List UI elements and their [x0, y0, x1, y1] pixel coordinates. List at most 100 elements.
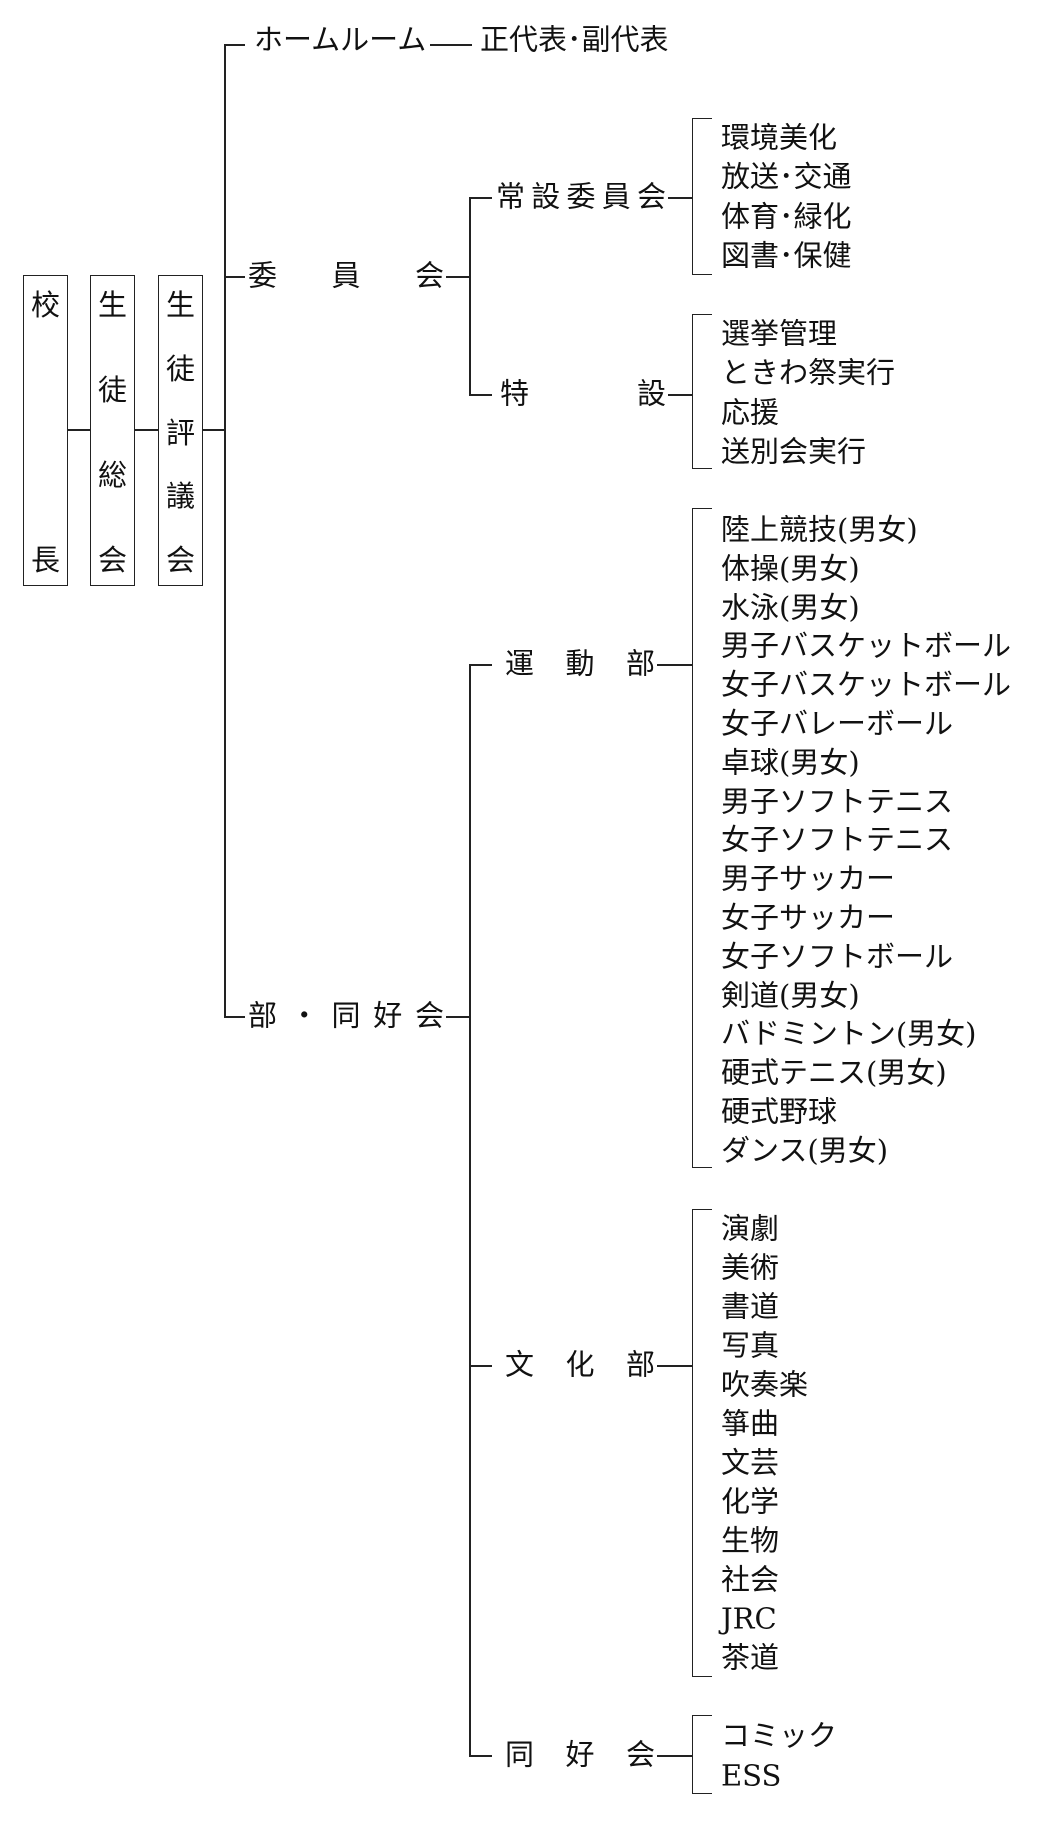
sports-clubs-item: 剣道(男女) [721, 978, 860, 1013]
homeroom-representatives: 正代表･副代表 [480, 22, 669, 57]
label-char: 化 [565, 1347, 595, 1382]
sports-clubs-item: 男子ソフトテニス [721, 784, 954, 819]
sports-clubs-item: 卓球(男女) [721, 745, 860, 780]
label-char: ・ [289, 998, 319, 1033]
homeroom-label: ホームルーム [254, 22, 427, 57]
box-char: 評 [165, 415, 195, 450]
sports-clubs-label: 運動部 [505, 646, 655, 681]
sports-clubs-item: 硬式テニス(男女) [721, 1055, 947, 1090]
sports-clubs-item: 陸上競技(男女) [721, 512, 918, 547]
connector-line [430, 44, 472, 46]
box-char: 生 [165, 288, 195, 322]
box-char: 会 [97, 543, 127, 577]
hobby-clubs-bracket [692, 1715, 712, 1794]
sports-clubs-item: 女子サッカー [721, 900, 896, 935]
connector-line [67, 429, 90, 431]
box-char: 議 [165, 479, 195, 514]
connector-line [657, 1755, 692, 1757]
connector-line [224, 44, 226, 1016]
committee-label: 委員会 [248, 258, 444, 293]
connector-line [134, 429, 158, 431]
culture-clubs-bracket [692, 1209, 712, 1677]
hobby-clubs-item: コミック [721, 1718, 838, 1753]
box-char: 総 [97, 458, 127, 492]
connector-line [224, 1016, 245, 1018]
label-char: 常 [496, 179, 526, 214]
sports-clubs-item: 女子バスケットボール [721, 667, 1012, 702]
sports-clubs-item: バドミントン(男女) [721, 1016, 977, 1051]
connector-line [469, 1755, 492, 1757]
special-committee-item: 送別会実行 [721, 434, 867, 469]
box-char: 会 [165, 543, 195, 577]
culture-clubs-item: 化学 [721, 1484, 780, 1519]
hobby-clubs-label: 同好会 [505, 1737, 655, 1772]
culture-clubs-item: JRC [721, 1601, 777, 1636]
connector-line [224, 44, 245, 46]
connector-line [668, 394, 692, 396]
sports-clubs-item: 男子バスケットボール [721, 628, 1012, 663]
student-council-box: 生徒評議会 [158, 275, 203, 586]
culture-clubs-item: 美術 [721, 1250, 780, 1285]
culture-clubs-item: 社会 [721, 1562, 780, 1597]
culture-clubs-item: 文芸 [721, 1445, 780, 1480]
connector-line [446, 276, 469, 278]
connector-line [469, 197, 492, 199]
connector-line [469, 394, 492, 396]
standing-committee-item: 図書･保健 [721, 238, 852, 273]
connector-line [657, 1365, 692, 1367]
standing-committee-item: 体育･緑化 [721, 199, 852, 234]
box-char: 徒 [97, 373, 127, 407]
label-char: 運 [505, 646, 535, 681]
label-char: 委 [248, 258, 278, 293]
sports-clubs-item: 女子ソフトボール [721, 939, 954, 974]
label-char: 文 [505, 1347, 535, 1382]
connector-line [469, 1365, 492, 1367]
sports-clubs-item: 女子バレーボール [721, 706, 954, 741]
hobby-clubs-item: ESS [721, 1758, 782, 1792]
connector-line [657, 664, 692, 666]
connector-line [202, 429, 224, 431]
box-char: 長 [30, 543, 60, 577]
label-char: 同 [331, 998, 361, 1033]
standing-committee-bracket [692, 118, 712, 275]
label-char: 部 [625, 646, 655, 681]
sports-clubs-item: 男子サッカー [721, 861, 896, 896]
culture-clubs-item: 生物 [721, 1523, 780, 1558]
label-char: 員 [601, 179, 631, 214]
label-char: 好 [373, 998, 403, 1033]
culture-clubs-label: 文化部 [505, 1347, 655, 1382]
standing-committee-item: 放送･交通 [721, 159, 852, 194]
special-committee-item: 応援 [721, 395, 780, 430]
culture-clubs-item: 吹奏楽 [721, 1367, 809, 1402]
culture-clubs-item: 茶道 [721, 1640, 780, 1675]
label-char: 委 [566, 179, 596, 214]
label-char: 動 [565, 646, 595, 681]
sports-clubs-item: ダンス(男女) [721, 1133, 889, 1168]
standing-committee-label: 常設委員会 [496, 179, 666, 214]
culture-clubs-item: 演劇 [721, 1211, 780, 1246]
connector-line [668, 197, 692, 199]
principal-box: 校長 [23, 275, 68, 586]
connector-line [469, 664, 492, 666]
label-char: 同 [505, 1737, 535, 1772]
label-char: 会 [414, 258, 444, 293]
culture-clubs-item: 箏曲 [721, 1406, 780, 1441]
sports-clubs-item: 水泳(男女) [721, 590, 860, 625]
sports-clubs-item: 女子ソフトテニス [721, 822, 954, 857]
box-char: 校 [30, 288, 60, 322]
special-committee-item: 選挙管理 [721, 316, 838, 351]
culture-clubs-item: 写真 [721, 1328, 780, 1363]
connector-line [469, 197, 471, 394]
sports-clubs-bracket [692, 508, 712, 1168]
special-committee-bracket [692, 314, 712, 469]
special-committee-label: 特設 [500, 376, 666, 411]
sports-clubs-item: 硬式野球 [721, 1094, 838, 1129]
label-char: 特 [500, 376, 530, 411]
label-char: 会 [625, 1737, 655, 1772]
student-general-assembly-box: 生徒総会 [90, 275, 135, 586]
connector-line [446, 1016, 469, 1018]
connector-line [224, 276, 245, 278]
label-char: 部 [248, 998, 278, 1033]
label-char: 会 [414, 998, 444, 1033]
label-char: 好 [565, 1737, 595, 1772]
